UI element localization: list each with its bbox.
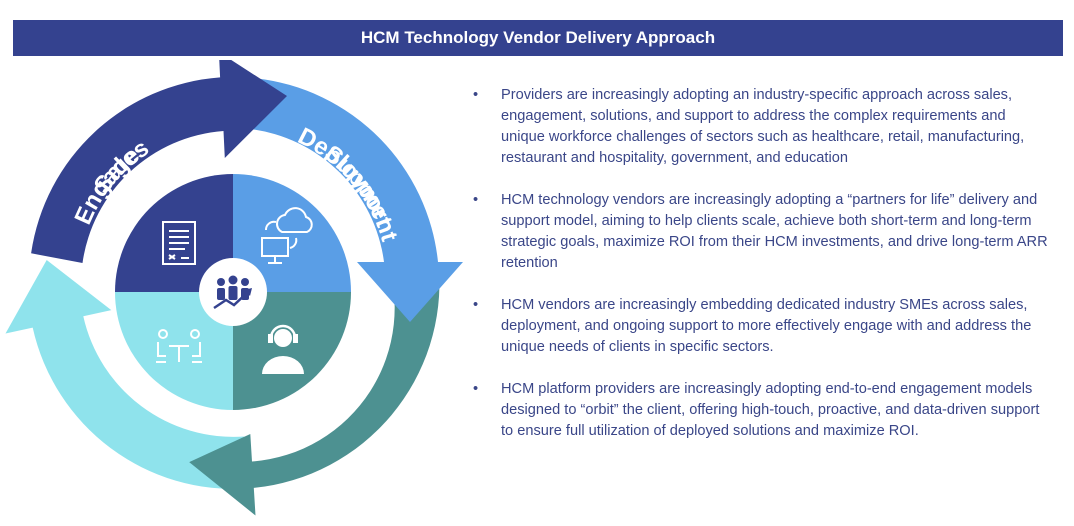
quadrant-engage (115, 292, 233, 410)
meeting-table-icon (156, 329, 202, 363)
arrow-sales (31, 60, 287, 263)
quadrant-sales (115, 174, 233, 292)
headset-support-icon (262, 324, 304, 374)
engage-arrow-shape (5, 260, 248, 489)
quadrant-support (233, 292, 351, 410)
bullet-item: HCM technology vendors are increasingly … (473, 190, 1053, 274)
document-icon (162, 221, 196, 265)
page-title: HCM Technology Vendor Delivery Approach (360, 28, 716, 47)
sales-arrow-shape (31, 60, 287, 263)
deployment-arrow-shape (250, 78, 463, 322)
arrow-deployment (250, 78, 463, 322)
team-growth-icon (199, 258, 267, 326)
bullet-item: Providers are increasingly adopting an i… (473, 85, 1053, 169)
title-bar: HCM Technology Vendor Delivery Approach (13, 20, 1063, 56)
bullet-item: HCM vendors are increasingly embedding d… (473, 295, 1053, 358)
bullet-list: Providers are increasingly adopting an i… (473, 85, 1053, 463)
cycle-diagram: Sales Deployment Support Engage (5, 60, 463, 516)
bullet-item: HCM platform providers are increasingly … (473, 379, 1053, 442)
cloud-computer-icon (261, 207, 313, 264)
arrow-engage (5, 260, 248, 489)
